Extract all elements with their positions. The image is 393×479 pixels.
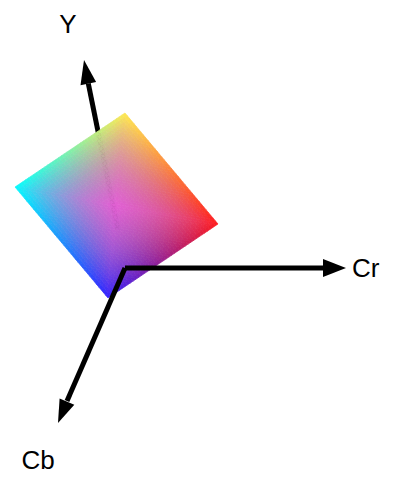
- arrow-head: [81, 60, 97, 85]
- axis-line: [88, 84, 118, 230]
- axis-label: Cr: [352, 255, 379, 281]
- axis-line: [67, 268, 125, 401]
- axis-label: Cb: [21, 447, 54, 473]
- cube-cell: [213, 221, 218, 226]
- arrow-head: [58, 398, 74, 423]
- axis-line: [125, 266, 325, 271]
- arrow-head: [323, 259, 346, 277]
- y-axis-arrow: [81, 60, 119, 230]
- axis-label: Y: [59, 11, 76, 37]
- axes: [58, 259, 346, 423]
